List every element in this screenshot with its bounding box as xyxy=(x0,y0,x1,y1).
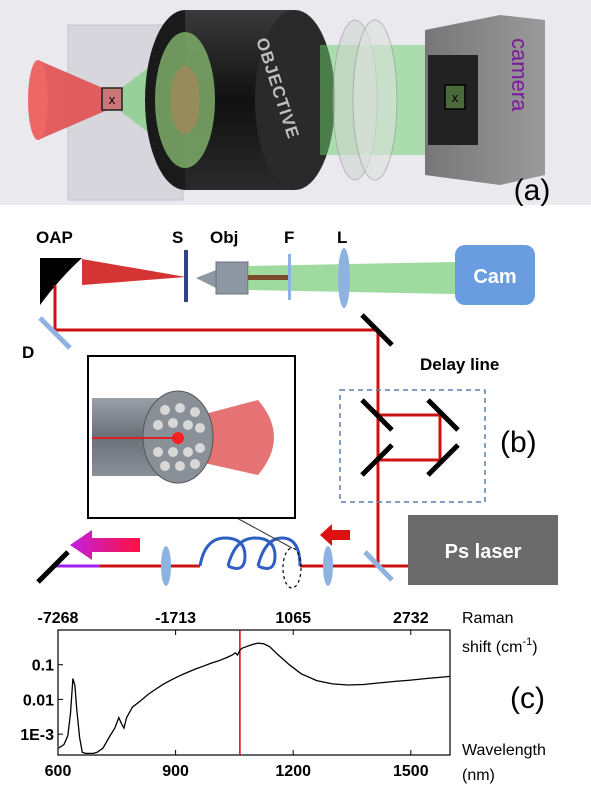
mark-right-text: x xyxy=(452,90,459,105)
y-tick-label: 1E-3 xyxy=(20,727,54,744)
sample-mark-left xyxy=(101,87,123,111)
bottom-tick-label: 1200 xyxy=(275,763,311,780)
panel-a: x OBJECTIVE x camera (a) xyxy=(0,0,591,207)
mark-left-text: x xyxy=(109,92,116,107)
label-delay-line: Delay line xyxy=(420,355,499,374)
lens-bottom-1 xyxy=(161,546,171,586)
red-beam-cone xyxy=(34,60,112,140)
panel-c: -7268 -1713 1065 2732 600 900 1200 1500 0.1 0.0… xyxy=(20,610,546,784)
mirror-delay-2 xyxy=(426,398,460,432)
camera-body: x camera xyxy=(425,15,545,185)
red-beam-end xyxy=(28,60,48,140)
bottom-axis-label-2: (nm) xyxy=(462,767,495,784)
fiber-coil xyxy=(198,536,302,570)
laser-label: Ps laser xyxy=(445,541,522,563)
bottom-axis-ticks: 600 900 1200 1500 xyxy=(45,750,429,780)
panel-b-letter: (b) xyxy=(500,426,537,459)
top-tick-label: -1713 xyxy=(155,610,196,627)
top-tick-label: -7268 xyxy=(38,610,79,627)
objective-schematic xyxy=(215,261,249,295)
spectrum-line xyxy=(58,642,451,755)
y-tick-label: 0.01 xyxy=(23,692,54,709)
top-axis-ticks: -7268 -1713 1065 2732 xyxy=(38,610,429,635)
objective-back xyxy=(255,10,335,190)
top-axis-label-1: Raman xyxy=(462,610,514,627)
bottom-axis-label-1: Wavelength xyxy=(462,742,546,759)
objective-body: OBJECTIVE xyxy=(145,10,335,190)
camera-text: camera xyxy=(507,38,532,112)
y-axis-ticks: 0.1 0.01 1E-3 xyxy=(20,658,63,744)
label-sample: S xyxy=(172,228,183,247)
beam-splitter xyxy=(363,550,394,582)
panel-a-letter: (a) xyxy=(514,174,551,207)
panel-b: OAP S Obj F L Cam xyxy=(22,228,558,589)
panel-c-letter: (c) xyxy=(510,682,545,715)
mirror-bottom-left xyxy=(36,550,70,584)
label-oap: OAP xyxy=(36,228,73,247)
supercontinuum-arrow xyxy=(70,530,140,560)
laser-box xyxy=(408,515,558,585)
bottom-tick-label: 1500 xyxy=(393,763,429,780)
fiber-holes xyxy=(153,403,205,471)
fiber-end-highlight xyxy=(282,547,302,589)
mirror-top-right xyxy=(360,313,394,347)
lens-element xyxy=(338,248,350,308)
delay-line-box xyxy=(339,389,486,503)
camera-label: Cam xyxy=(473,266,516,288)
objective-tip xyxy=(196,270,216,288)
label-filter: F xyxy=(284,228,294,247)
lens-disc xyxy=(352,19,398,181)
label-obj: Obj xyxy=(210,228,238,247)
top-axis-label-2: shift (cm-1) xyxy=(462,636,538,656)
mirror-delay-3 xyxy=(360,443,394,477)
dichroic-mirror xyxy=(38,316,72,350)
beam-oap-to-sample xyxy=(82,259,186,285)
label-dichroic: D xyxy=(22,343,34,362)
mirror-delay-1 xyxy=(360,398,394,432)
oap-mirror xyxy=(40,258,82,305)
y-tick-label: 0.1 xyxy=(32,658,54,675)
delay-line-path xyxy=(378,413,442,462)
top-tick-label: 1065 xyxy=(275,610,311,627)
green-beam-b xyxy=(248,262,455,294)
mirror-delay-4 xyxy=(426,443,460,477)
red-arrow xyxy=(320,524,350,546)
objective-lens-inner xyxy=(170,66,200,134)
camera-box-b xyxy=(455,245,535,305)
label-lens: L xyxy=(337,228,347,247)
top-tick-label: 2732 xyxy=(393,610,429,627)
brown-line xyxy=(248,275,288,280)
lens-bottom-2 xyxy=(323,546,333,586)
fiber-inset xyxy=(87,355,296,519)
sample-mark-right xyxy=(444,84,466,110)
filter-element xyxy=(288,254,291,300)
bottom-tick-label: 600 xyxy=(45,763,72,780)
bottom-tick-label: 900 xyxy=(162,763,189,780)
sample-slide xyxy=(184,250,188,302)
inset-callout-line xyxy=(234,516,293,549)
plot-frame xyxy=(57,629,451,756)
